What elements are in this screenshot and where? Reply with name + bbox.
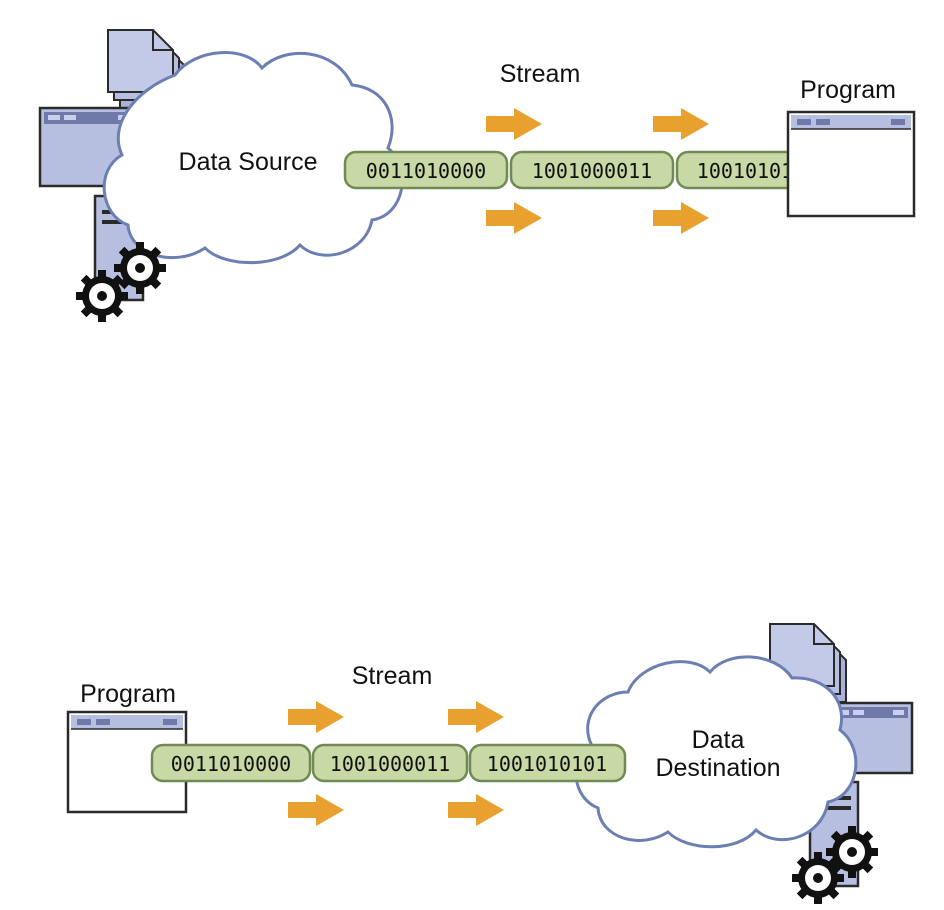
segment-bits: 1001010101: [487, 752, 607, 776]
segment-bits: 0011010000: [171, 752, 291, 776]
arrow-right-icon: [486, 108, 542, 140]
bottom-stream-bar: 0011010000 1001000011 1001010101: [150, 743, 627, 783]
bottom-section: Program Stream: [66, 623, 914, 904]
arrow-right-icon: [448, 701, 504, 733]
segment-bits: 0011010000: [366, 159, 486, 183]
arrow-right-icon: [288, 794, 344, 826]
data-destination-label-line2: Destination: [655, 754, 780, 782]
top-program-label: Program: [800, 76, 896, 104]
bottom-program-label: Program: [80, 680, 176, 708]
stream-segment: 0011010000: [150, 743, 312, 783]
data-destination-cloud: [574, 655, 858, 849]
data-source-cloud: [102, 51, 404, 265]
program-window-icon: [786, 110, 916, 218]
segment-bits: 1001000011: [532, 159, 652, 183]
stream-segment: 0011010000: [343, 150, 509, 190]
data-source-label: Data Source: [179, 148, 318, 176]
gear-icon: [792, 852, 844, 904]
arrow-right-icon: [288, 701, 344, 733]
arrow-right-icon: [486, 202, 542, 234]
stream-segment: 1001000011: [509, 150, 675, 190]
top-section: Data Source Stream 0011010000 1001000011…: [38, 29, 916, 322]
bottom-stream-label: Stream: [352, 662, 433, 690]
arrow-right-icon: [653, 108, 709, 140]
arrow-right-icon: [448, 794, 504, 826]
stream-segment: 1001010101: [468, 743, 627, 783]
stream-segment: 1001000011: [311, 743, 469, 783]
data-destination-label-line1: Data: [692, 726, 745, 754]
top-stream-label: Stream: [500, 60, 581, 88]
gear-icon: [76, 270, 128, 322]
segment-bits: 1001000011: [330, 752, 450, 776]
arrow-right-icon: [653, 202, 709, 234]
gear-icon: [114, 242, 166, 294]
top-stream-bar: 0011010000 1001000011 1001010101: [343, 150, 839, 190]
